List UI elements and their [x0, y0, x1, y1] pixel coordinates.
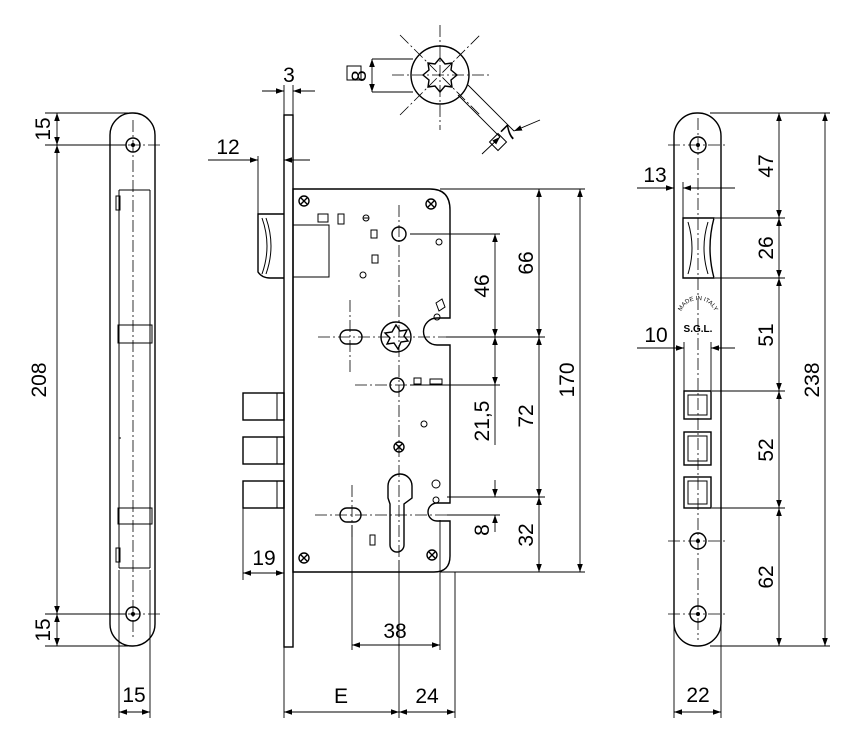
- dim-left-bottom-15: 15: [32, 618, 55, 641]
- deadbolt-block-3: [242, 480, 285, 509]
- dim-spindle-7: 7: [497, 121, 522, 146]
- dim-right-62: 62: [755, 565, 778, 588]
- deadbolt-block-2: [242, 436, 285, 465]
- dim-right-26: 26: [755, 236, 778, 259]
- dim-66: 66: [515, 251, 538, 274]
- dim-backset-E: E: [334, 685, 348, 708]
- dim-12: 12: [216, 136, 239, 159]
- lock-case: [292, 188, 451, 573]
- dim-right-13: 13: [643, 164, 666, 187]
- spindle-outer-circle: [410, 45, 470, 105]
- spindle-diamond-icon: [488, 132, 508, 152]
- dim-3: 3: [283, 64, 295, 87]
- dim-right-51: 51: [755, 323, 778, 346]
- dim-19: 19: [252, 547, 275, 570]
- spindle-detail: 8 7: [346, 25, 541, 155]
- dim-24: 24: [415, 685, 439, 708]
- dim-32: 32: [515, 523, 538, 546]
- deadbolt-opening-1: [683, 390, 712, 420]
- dim-right-22: 22: [686, 684, 709, 707]
- dim-46: 46: [471, 274, 494, 297]
- left-faceplate: [109, 112, 156, 647]
- strike-plate-view: MADE IN ITALY S.G.L. 47 26 51 52 62 238: [637, 112, 830, 718]
- dim-right-10: 10: [644, 324, 667, 347]
- dim-right-47: 47: [755, 154, 778, 177]
- dim-spindle-8: 8: [348, 70, 371, 82]
- dim-21-5: 21,5: [471, 401, 494, 442]
- sgl-logo: S.G.L.: [684, 324, 713, 335]
- dim-right-52: 52: [755, 438, 778, 461]
- dim-38: 38: [383, 620, 406, 643]
- strike-plate: [673, 112, 722, 647]
- dim-left-top-15: 15: [32, 117, 55, 140]
- dim-72: 72: [515, 404, 538, 427]
- dim-left-208: 208: [28, 362, 51, 397]
- left-faceplate-view: 15 208 15 15: [28, 112, 160, 718]
- deadbolt-opening-3: [683, 476, 712, 509]
- lock-body-view: 46 66 170 21,5 72 8 32 3 12 19: [208, 64, 585, 718]
- cylinder-cutout: [387, 473, 413, 553]
- dim-8: 8: [471, 524, 494, 536]
- dim-170: 170: [556, 362, 579, 397]
- dim-left-width-15: 15: [122, 684, 145, 707]
- deadbolt-block-1: [242, 392, 285, 421]
- spindle-star-profile: [421, 56, 459, 94]
- dim-right-238: 238: [801, 362, 824, 397]
- front-faceplate-strip: [283, 114, 294, 648]
- spindle-square-icon: [346, 65, 362, 81]
- latch-opening: [682, 217, 715, 279]
- latch-bolt: [257, 213, 284, 279]
- deadbolt-opening-2: [683, 431, 712, 466]
- left-slot: [339, 329, 363, 345]
